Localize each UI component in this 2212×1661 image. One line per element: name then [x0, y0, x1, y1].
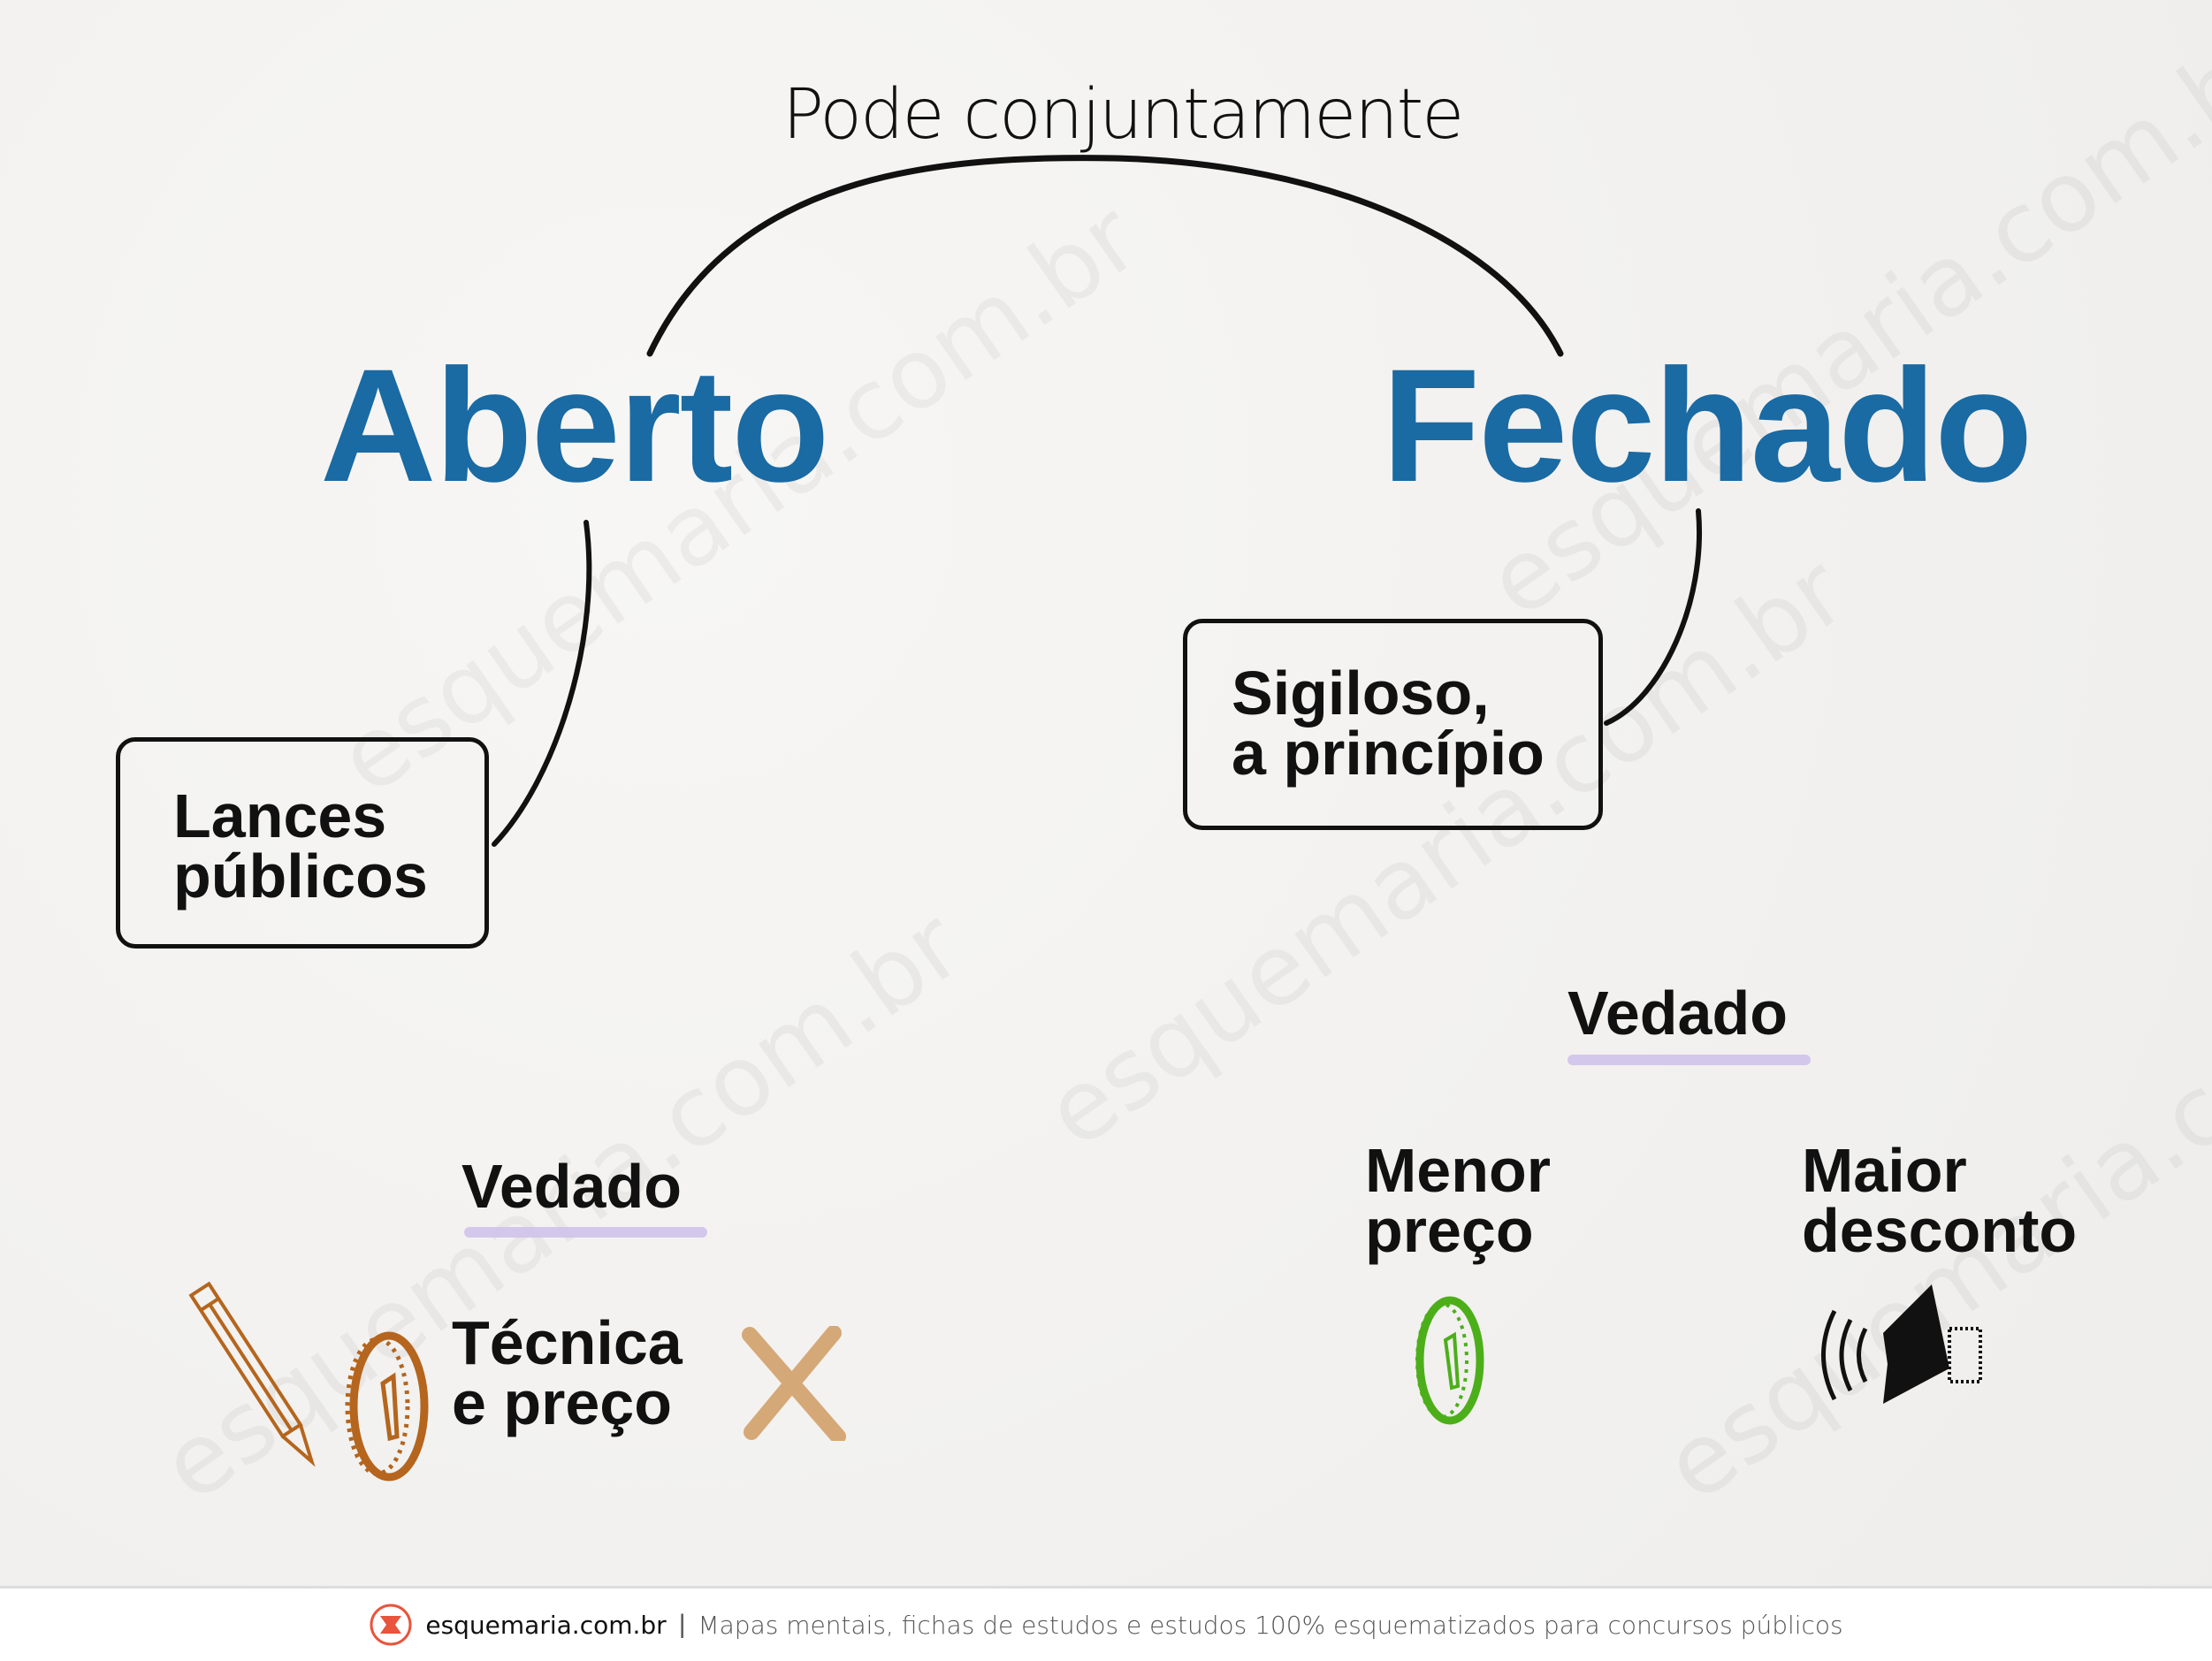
lances-box: Lances públicos	[116, 737, 489, 949]
restricted-item: Maior	[1802, 1136, 1967, 1205]
fechado-title: Fechado	[1382, 335, 2033, 515]
fechado-connector	[1604, 508, 1702, 726]
brand-logo-icon	[370, 1604, 412, 1646]
box-text: públicos	[173, 842, 428, 911]
highlight-underline	[464, 1227, 707, 1238]
sigiloso-box: Sigiloso, a princípio	[1183, 619, 1603, 830]
restricted-item: preço	[1365, 1196, 1534, 1265]
arc-connector	[646, 155, 1564, 357]
footer-tagline: Mapas mentais, fichas de estudos e estud…	[698, 1610, 1843, 1640]
restricted-item: Técnica	[452, 1308, 683, 1377]
highlight-underline	[1567, 1055, 1811, 1065]
restricted-item: e preço	[452, 1368, 672, 1437]
pencil-icon	[188, 1281, 316, 1467]
footer-separator: |	[678, 1610, 686, 1639]
footer: esquemaria.com.br | Mapas mentais, ficha…	[0, 1586, 2212, 1661]
vedado-left: Vedado	[461, 1152, 682, 1221]
box-text: Sigiloso,	[1232, 659, 1490, 728]
footer-brand[interactable]: esquemaria.com.br	[425, 1610, 667, 1640]
x-mark-icon	[742, 1326, 846, 1441]
green-coin-icon	[1415, 1296, 1484, 1425]
restricted-item: desconto	[1802, 1196, 2078, 1265]
box-text: Lances	[173, 781, 387, 850]
speaker-icon	[1821, 1284, 1982, 1404]
top-label: Pode conjuntamente	[782, 75, 1464, 155]
aberto-title: Aberto	[320, 335, 829, 515]
box-text: a princípio	[1232, 719, 1545, 788]
restricted-item: Menor	[1365, 1136, 1551, 1205]
coin-icon	[345, 1331, 429, 1482]
vedado-right: Vedado	[1567, 979, 1788, 1048]
aberto-connector	[492, 520, 592, 847]
